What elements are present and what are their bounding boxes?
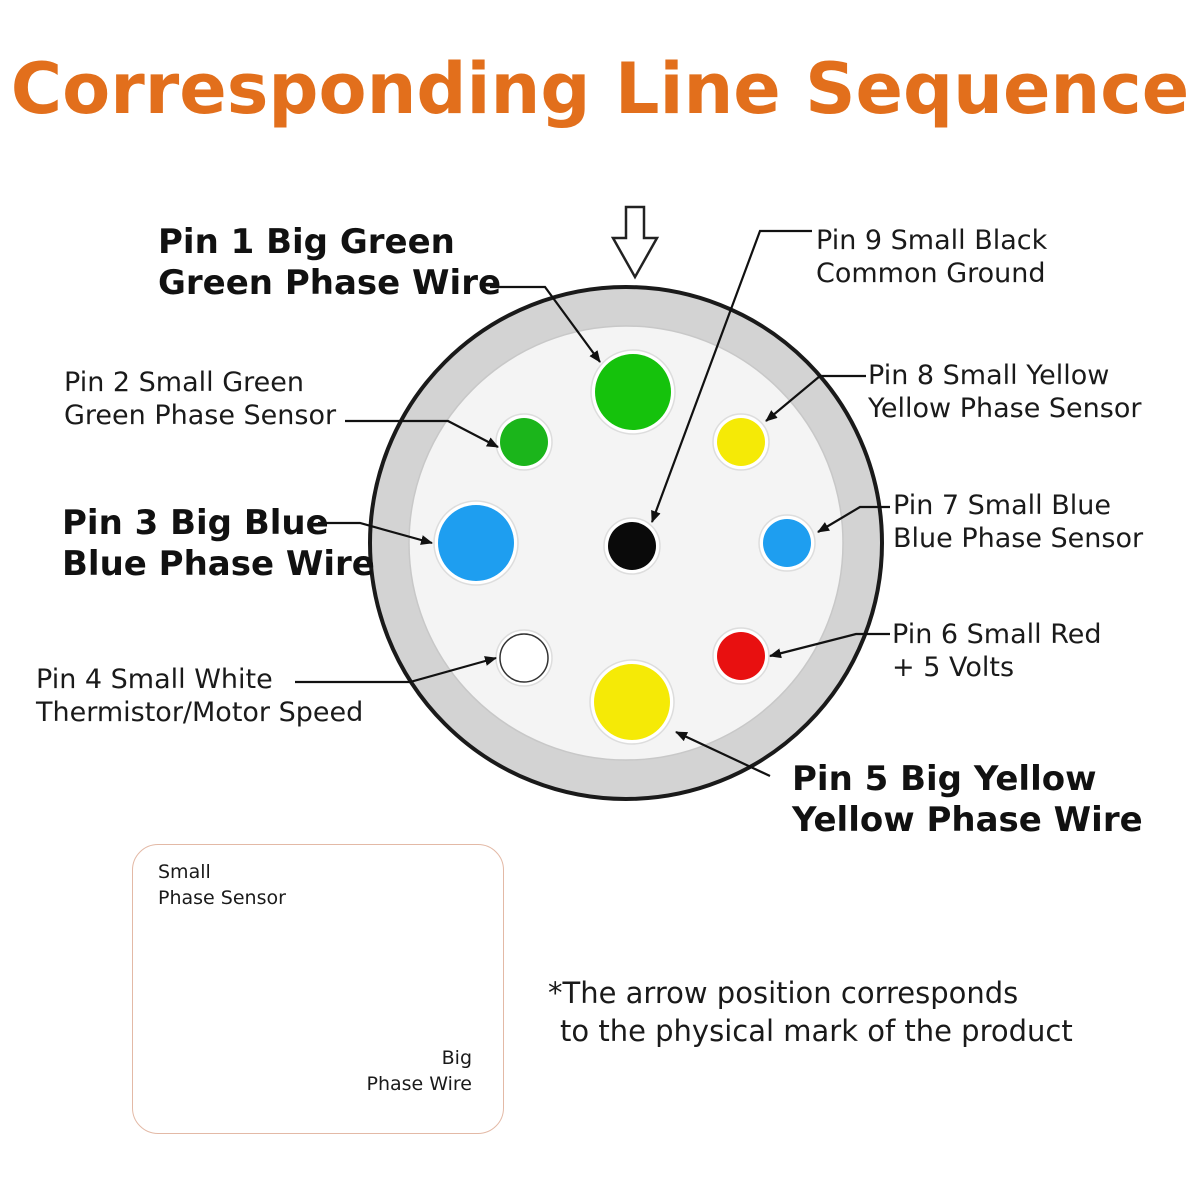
pin-1-leader-arrow bbox=[490, 285, 601, 363]
pin-3-leader-arrow bbox=[318, 521, 433, 545]
pin-4 bbox=[499, 633, 549, 683]
page-title: Corresponding Line Sequence bbox=[10, 48, 1190, 130]
pin-4-leader-arrow bbox=[295, 656, 497, 684]
pin-6-leader-arrow bbox=[769, 632, 890, 659]
pin-2-leader-arrow bbox=[345, 419, 499, 448]
pin-5-leader-arrow bbox=[675, 731, 771, 777]
orientation-arrow-icon bbox=[610, 205, 660, 280]
pin-9-leader-arrow bbox=[650, 229, 812, 523]
pin-8-leader-arrow bbox=[765, 374, 866, 422]
pin-6 bbox=[717, 632, 765, 680]
pin-5 bbox=[594, 664, 670, 740]
inset-panel bbox=[132, 844, 504, 1134]
pin-3 bbox=[438, 505, 514, 581]
pin-8 bbox=[717, 418, 765, 466]
pin-7-leader-arrow bbox=[817, 505, 890, 533]
pin-7 bbox=[763, 519, 811, 567]
pin-6-label: Pin 6 Small Red+ 5 Volts bbox=[892, 619, 1102, 683]
pin-9 bbox=[608, 522, 656, 570]
pin-2 bbox=[500, 418, 548, 466]
pin-1 bbox=[595, 354, 671, 430]
